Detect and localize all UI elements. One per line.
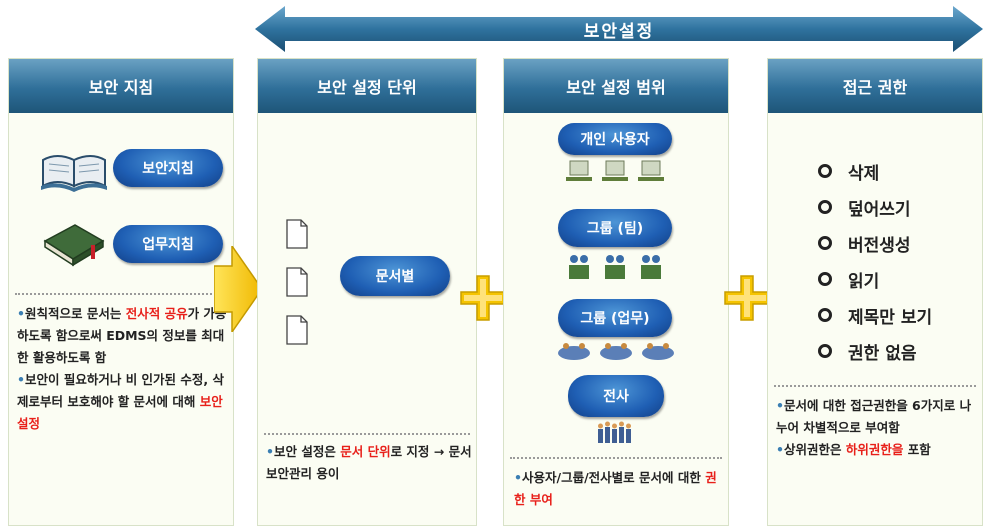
bullet-icon xyxy=(818,200,832,214)
scope-pill-business: 그룹 (업무) xyxy=(558,299,672,337)
bullet-icon: • xyxy=(776,442,784,457)
bullet-icon: • xyxy=(266,444,274,459)
column-security-unit: 보안 설정 단위 문서별 •보안 설정은 문서 단위로 지정 → 문서 보안관리… xyxy=(257,58,477,526)
scope-pill-company: 전사 xyxy=(568,375,664,417)
document-icon xyxy=(286,219,308,249)
bullet-icon: • xyxy=(17,372,25,387)
note-text: 보안이 필요하거나 비 인가된 수정, 삭제로부터 보호해야 할 문서에 대해 xyxy=(17,372,225,409)
column-header: 접근 권한 xyxy=(768,59,982,113)
permission-item: 제목만 보기 xyxy=(818,297,932,333)
permission-item: 권한 없음 xyxy=(818,333,932,369)
note-text: 보안 설정은 xyxy=(274,444,341,459)
note-paragraph: •문서에 대한 접근권한을 6가지로 나누어 차별적으로 부여함 xyxy=(776,395,980,439)
note-text: 포함 xyxy=(903,442,931,457)
divider xyxy=(15,293,227,295)
note-block: •사용자/그룹/전사별로 문서에 대한 권한 부여 xyxy=(514,467,720,511)
scope-pill-individual: 개인 사용자 xyxy=(558,123,672,155)
note-text: 상위권한은 xyxy=(784,442,846,457)
document-icon xyxy=(286,315,308,345)
column-header: 보안 지침 xyxy=(9,59,233,113)
policy-pill-work: 업무지침 xyxy=(113,225,223,263)
highlight-text: 전사적 공유 xyxy=(125,306,188,321)
bullet-icon xyxy=(818,164,832,178)
note-text: 사용자/그룹/전사별로 문서에 대한 xyxy=(522,470,706,485)
document-icon xyxy=(286,267,308,297)
permission-item: 삭제 xyxy=(818,153,932,189)
highlight-text: 문서 단위 xyxy=(340,444,391,459)
highlight-text: 보안 설정 xyxy=(17,394,223,431)
bullet-icon: • xyxy=(776,398,784,413)
policy-pill-security: 보안지침 xyxy=(113,149,223,187)
permission-item: 덮어쓰기 xyxy=(818,189,932,225)
note-block: •원칙적으로 문서는 전사적 공유가 가능하도록 함으로써 EDMS의 정보를 … xyxy=(17,303,227,435)
note-text: 문서에 대한 접근권한을 6가지로 나누어 차별적으로 부여함 xyxy=(776,398,972,435)
divider xyxy=(510,457,722,459)
permission-list: 삭제 덮어쓰기 버전생성 읽기 제목만 보기 권한 없음 xyxy=(818,153,932,369)
bullet-icon: • xyxy=(514,470,522,485)
column-access-rights: 접근 권한 •문서에 대한 접근권한을 6가지로 나누어 차별적으로 부여함•상… xyxy=(767,58,983,526)
note-text: 로 지정 → 문서 보안관리 용이 xyxy=(266,444,472,481)
note-paragraph: •보안 설정은 문서 단위로 지정 → 문서 보안관리 용이 xyxy=(266,441,472,485)
unit-pill-document: 문서별 xyxy=(340,256,450,296)
note-text: 원칙적으로 문서는 xyxy=(25,306,126,321)
note-paragraph: •보안이 필요하거나 비 인가된 수정, 삭제로부터 보호해야 할 문서에 대해… xyxy=(17,369,227,435)
plus-icon xyxy=(460,275,506,321)
note-paragraph: •원칙적으로 문서는 전사적 공유가 가능하도록 함으로써 EDMS의 정보를 … xyxy=(17,303,227,369)
bullet-icon xyxy=(818,272,832,286)
plus-icon xyxy=(724,275,770,321)
scope-pill-team: 그룹 (팀) xyxy=(558,209,672,247)
top-arrow-label: 보안설정 xyxy=(583,21,655,42)
column-security-policy: 보안 지침 보안지침 업무지침 •원칙적으로 문서는 전사적 공유가 가능하도록… xyxy=(8,58,234,526)
right-arrow-icon xyxy=(214,246,262,332)
column-security-scope: 보안 설정 범위 개인 사용자 그룹 (팀) 그룹 (업무) 전사 •사용자/그… xyxy=(503,58,729,526)
note-block: •문서에 대한 접근권한을 6가지로 나누어 차별적으로 부여함•상위권한은 하… xyxy=(776,395,980,461)
column-header: 보안 설정 범위 xyxy=(504,59,728,113)
crowd-icon xyxy=(598,421,631,443)
double-arrow-icon xyxy=(255,6,983,52)
divider xyxy=(774,385,976,387)
divider xyxy=(264,433,470,435)
team-users-icon xyxy=(569,255,661,279)
permission-item: 읽기 xyxy=(818,261,932,297)
permission-item: 버전생성 xyxy=(818,225,932,261)
computer-users-icon xyxy=(566,160,664,181)
note-block: •보안 설정은 문서 단위로 지정 → 문서 보안관리 용이 xyxy=(266,441,472,485)
highlight-text: 하위권한을 xyxy=(845,442,904,457)
open-book-icon xyxy=(41,155,107,192)
column-header: 보안 설정 단위 xyxy=(258,59,476,113)
note-paragraph: •상위권한은 하위권한을 포함 xyxy=(776,439,980,461)
highlight-text: 권한 부여 xyxy=(514,470,717,507)
bullet-icon xyxy=(818,236,832,250)
bullet-icon xyxy=(818,344,832,358)
group-users-icon xyxy=(558,343,674,360)
note-paragraph: •사용자/그룹/전사별로 문서에 대한 권한 부여 xyxy=(514,467,720,511)
closed-book-icon xyxy=(43,224,105,267)
bullet-icon: • xyxy=(17,306,25,321)
top-double-arrow: 보안설정 xyxy=(255,6,983,52)
bullet-icon xyxy=(818,308,832,322)
